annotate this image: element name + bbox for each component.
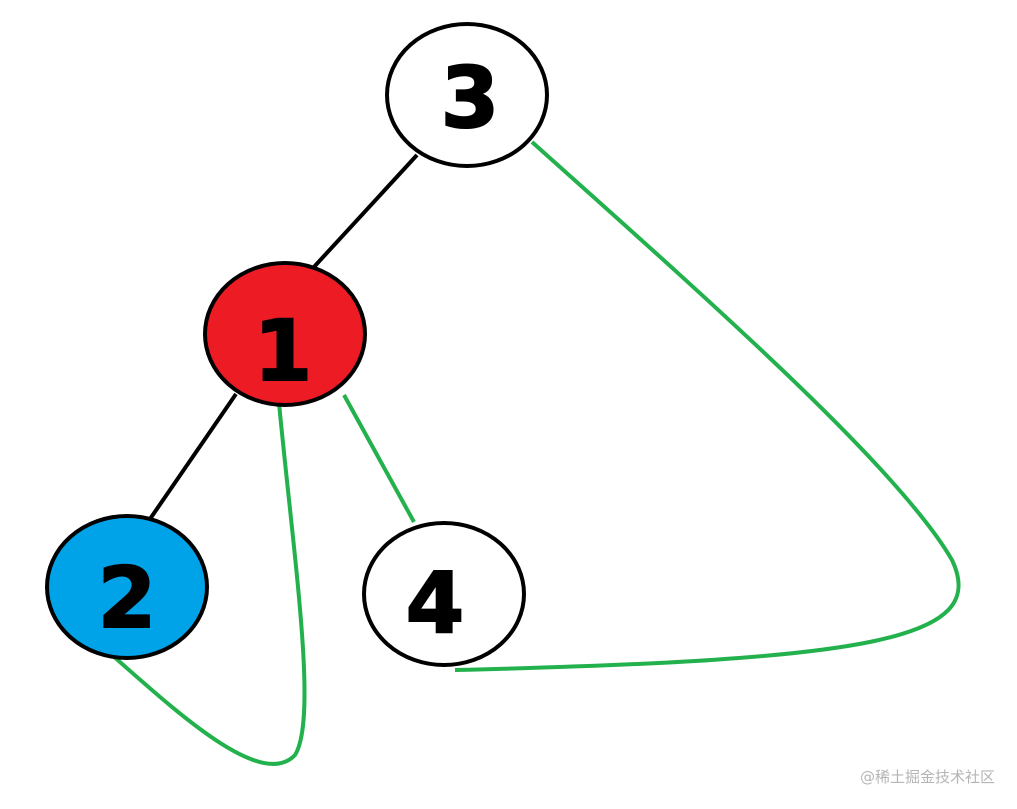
thread-edge-1-4 <box>342 394 416 523</box>
watermark-text: @稀土掘金技术社区 <box>859 768 995 786</box>
node-label-3: 3 <box>441 49 499 147</box>
node-label-2: 2 <box>98 549 156 647</box>
tree-node-3: 3 <box>385 22 549 168</box>
node-label-1: 1 <box>254 302 312 400</box>
tree-edge-3-1 <box>311 153 419 270</box>
tree-node-4: 4 <box>362 521 526 667</box>
tree-node-1: 1 <box>203 261 367 407</box>
thread-edge-2-1 <box>110 402 307 766</box>
tree-edge-1-2 <box>148 392 238 521</box>
tree-node-2: 2 <box>45 514 209 660</box>
node-label-4: 4 <box>406 554 464 652</box>
thread-edge-3-4 <box>454 140 961 672</box>
